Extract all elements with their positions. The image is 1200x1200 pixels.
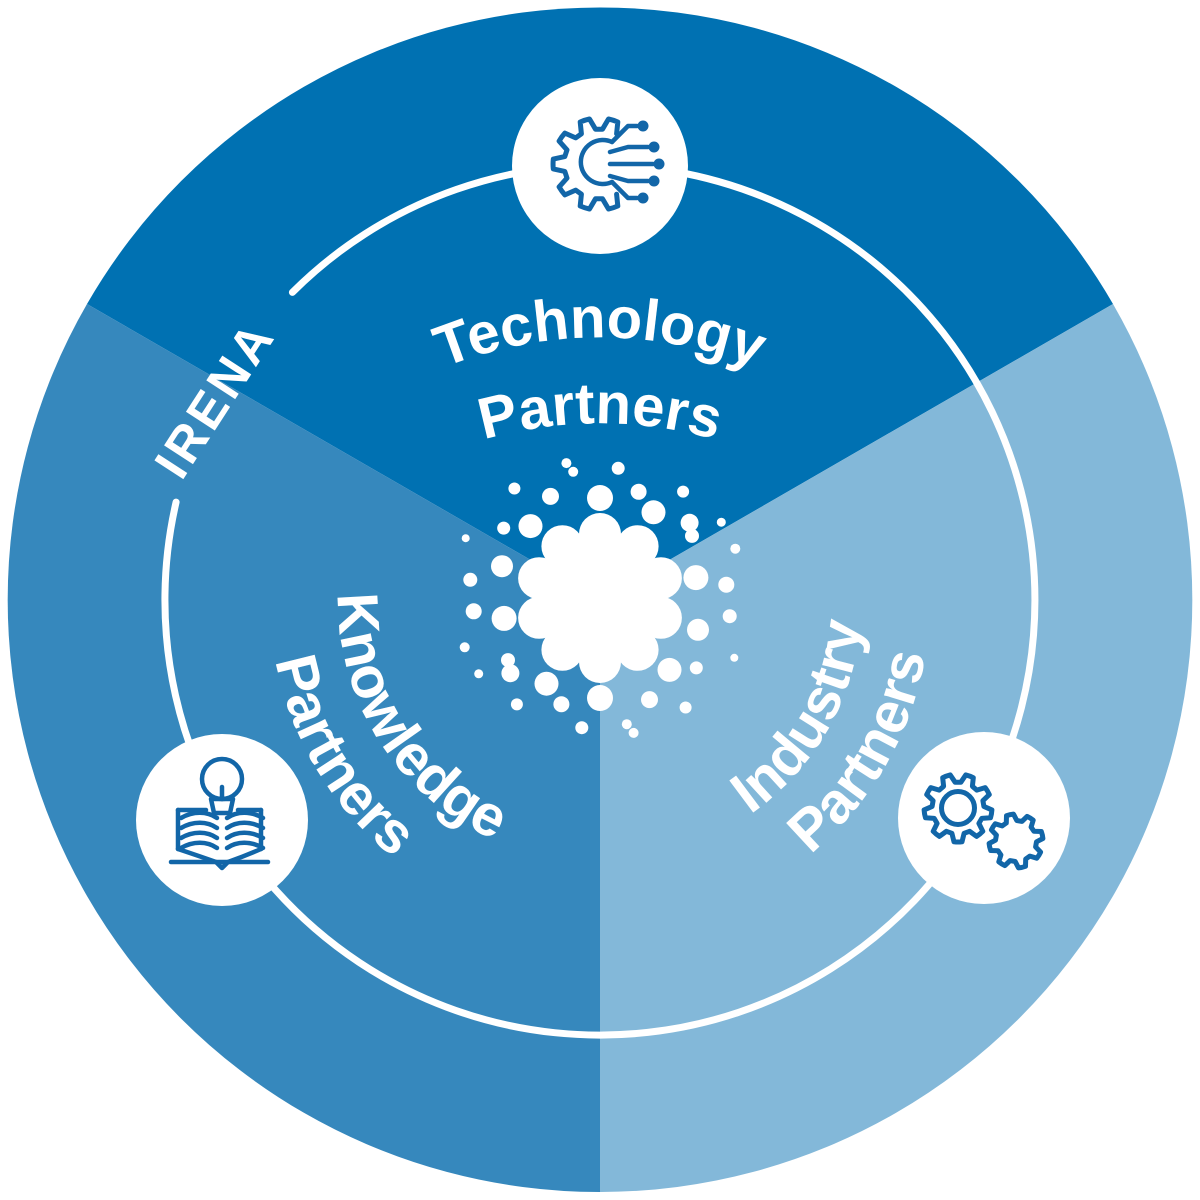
sun-dot	[730, 653, 739, 662]
sun-dot	[639, 596, 682, 639]
sun-dot	[575, 721, 589, 735]
sector-industry	[600, 304, 1193, 1193]
sun-dot	[541, 628, 584, 671]
sun-dot	[657, 657, 682, 682]
chip-core-arc	[578, 137, 615, 187]
small-gear-outline	[986, 811, 1046, 871]
sun-dot	[641, 500, 666, 525]
sun-dot	[491, 555, 513, 578]
gear-outline	[550, 116, 621, 212]
sun-dot	[510, 698, 523, 711]
sun-dot	[579, 641, 621, 683]
large-gear-outline	[921, 772, 995, 845]
circuit-trace-4	[607, 173, 651, 184]
chip-circuit-gear-icon	[550, 116, 665, 212]
sun-dot	[568, 466, 579, 477]
sun-dot	[501, 653, 515, 668]
sun-dot	[718, 576, 735, 593]
sun-dot	[518, 596, 561, 639]
sun-dot	[491, 605, 517, 631]
sun-dot	[518, 557, 561, 600]
sun-dot	[683, 565, 709, 591]
sun-dot	[641, 691, 658, 709]
sun-dot	[553, 696, 570, 713]
sun-dot	[730, 543, 741, 554]
sun-dot	[518, 514, 543, 539]
book-pages-right	[224, 810, 266, 851]
sun-dot	[534, 671, 559, 696]
sun-dot	[685, 528, 699, 543]
sun-dot	[611, 461, 625, 475]
sun-dot	[679, 701, 692, 714]
sectors	[7, 7, 1193, 1193]
double-gears-icon	[921, 772, 1046, 871]
sun-dot	[579, 513, 621, 555]
sun-dot	[463, 572, 478, 587]
circuit-trace-5	[609, 179, 640, 201]
sun-dot	[501, 664, 520, 683]
sun-dot	[616, 525, 659, 568]
large-gear-hub	[939, 789, 977, 827]
sun-dot	[630, 483, 647, 500]
irena-sun-logo	[459, 458, 741, 738]
book-lightbulb-icon	[168, 756, 271, 871]
sun-dot	[497, 521, 511, 535]
sun-dot	[561, 458, 572, 469]
sun-dot	[722, 609, 737, 624]
circuit-nodes	[637, 120, 665, 204]
book-pages-left	[178, 810, 220, 851]
sun-dot	[474, 669, 484, 679]
sun-dot	[639, 557, 682, 600]
sun-dot	[459, 642, 470, 653]
sun-dot	[542, 487, 559, 505]
sun-dot	[587, 685, 613, 711]
sun-dot	[680, 513, 699, 532]
circuit-trace-1	[609, 123, 640, 145]
sun-dot	[621, 719, 632, 730]
sun-dot	[587, 485, 613, 511]
sun-dot	[537, 535, 663, 661]
circuit-trace-2	[607, 144, 651, 155]
sector-technology	[87, 7, 1113, 600]
sun-dot	[677, 485, 690, 498]
sun-dot	[628, 727, 639, 738]
sun-dot	[687, 618, 709, 641]
sun-dot	[508, 482, 521, 495]
sun-dot	[616, 628, 659, 671]
book-bottom-curve	[175, 846, 264, 871]
sun-dot	[689, 661, 703, 675]
bulb-base	[208, 796, 236, 816]
sun-dot	[541, 525, 584, 568]
sun-dot	[465, 603, 482, 620]
sun-dot	[461, 534, 470, 543]
sun-dot	[716, 517, 726, 527]
sector-knowledge	[7, 304, 601, 1193]
